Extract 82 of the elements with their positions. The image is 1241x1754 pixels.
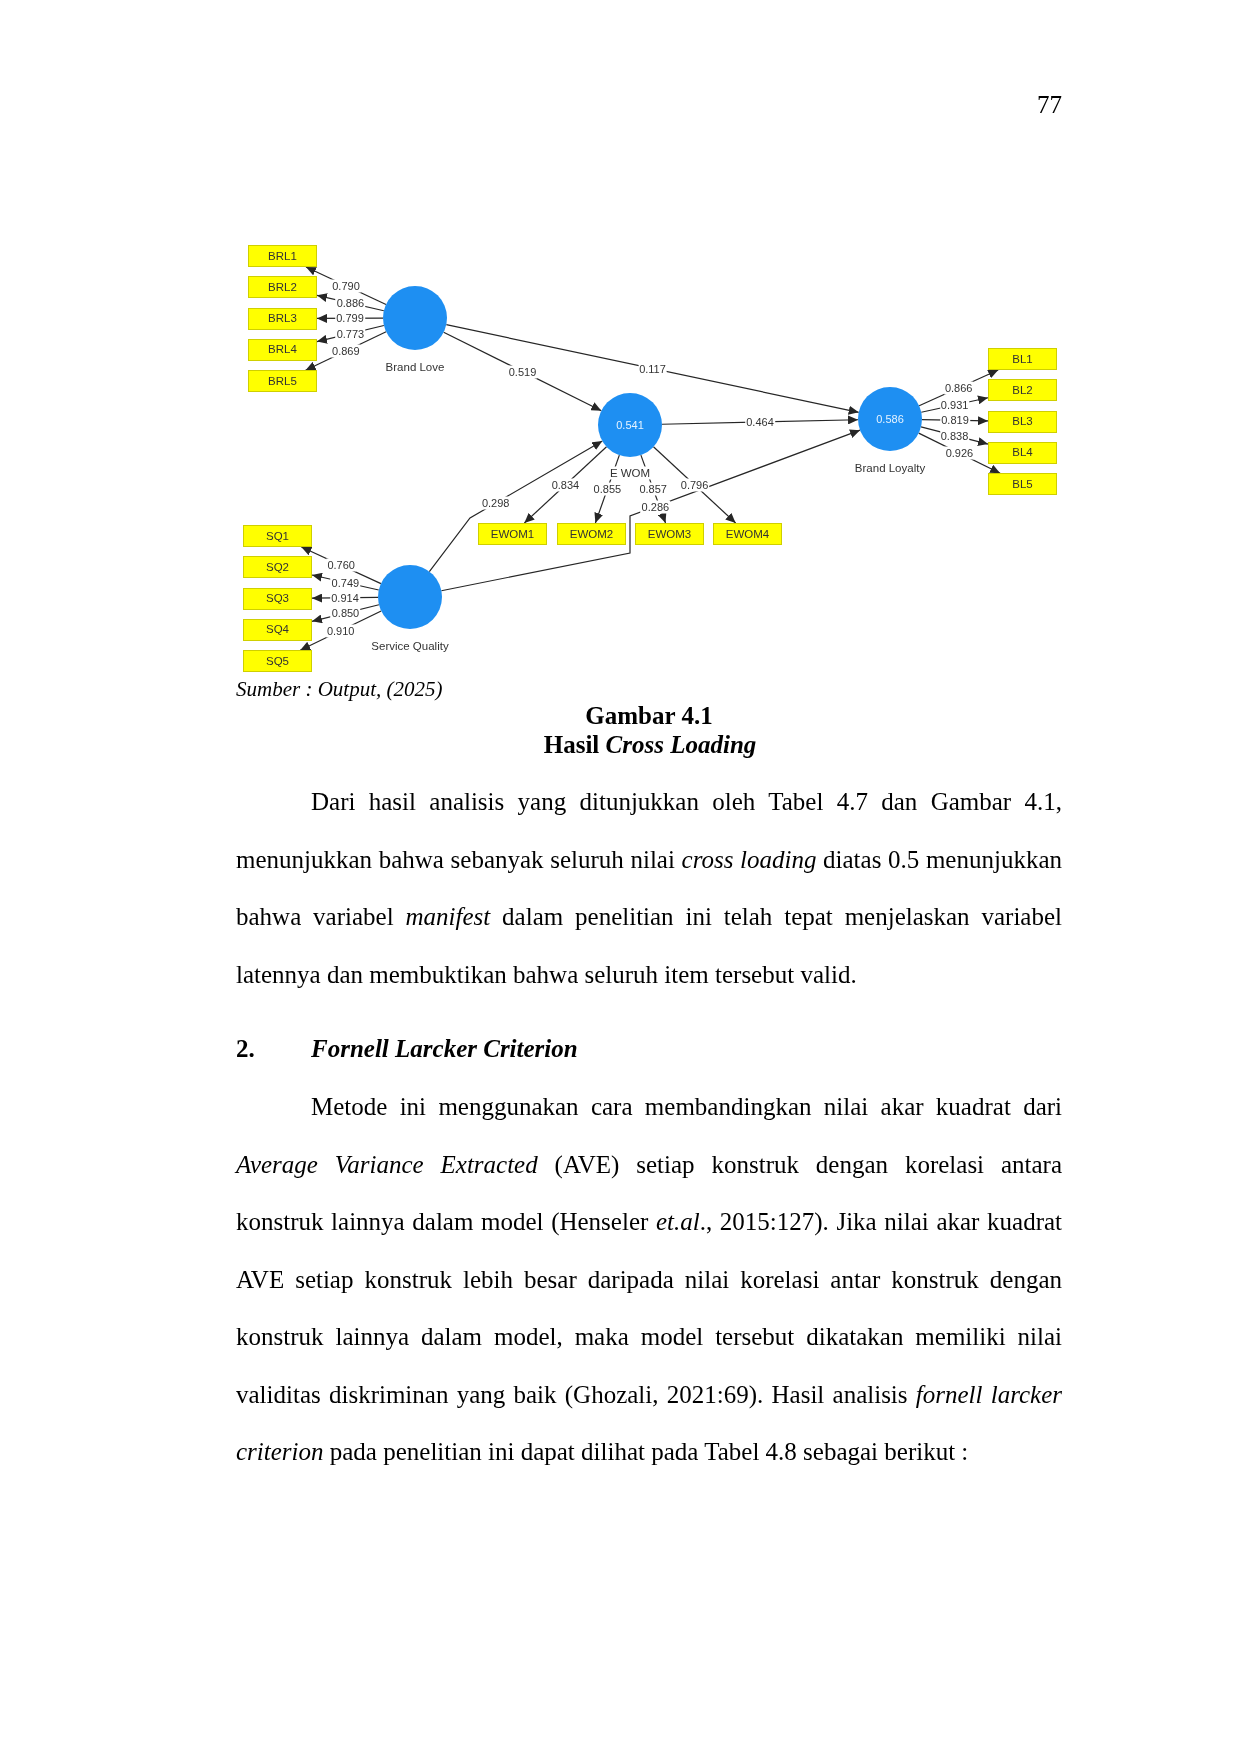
indicator-label: BL2 [1012, 383, 1033, 397]
edge-label: 0.464 [745, 415, 775, 429]
indicator-box [557, 523, 626, 545]
indicator-box [248, 338, 317, 361]
edge-label: 0.931 [939, 398, 970, 412]
arrow [440, 429, 861, 592]
latent-variable-circle [598, 393, 662, 457]
edge-label: 0.773 [335, 327, 366, 341]
indicator-box [988, 379, 1057, 402]
indicator-label: EWOM2 [569, 527, 614, 541]
edge-label: 0.286 [640, 500, 671, 514]
indicator-box [988, 348, 1057, 370]
latent-variable-circle [383, 286, 447, 350]
indicator-label: BRL4 [268, 343, 297, 357]
edge-label: 0.857 [638, 482, 668, 496]
indicator-box [478, 523, 547, 545]
indicator-box [248, 276, 317, 299]
edge-label: 0.760 [326, 558, 356, 572]
r-squared-value: 0.541 [616, 418, 644, 432]
edge-label: 0.834 [550, 478, 581, 492]
section-number: 2. [236, 1034, 255, 1063]
indicator-box [635, 523, 704, 545]
indicator-label: EWOM3 [647, 527, 692, 541]
indicator-label: BL1 [1012, 352, 1033, 366]
indicator-label: BRL2 [268, 280, 297, 294]
edge-label: 0.914 [330, 591, 360, 605]
construct-name: Brand Loyalty [853, 461, 927, 475]
indicator-label: SQ4 [266, 623, 289, 637]
edge-label: 0.749 [330, 576, 361, 589]
indicator-label: SQ5 [266, 654, 289, 668]
latent-variable-circle [378, 565, 442, 629]
indicator-label: SQ2 [266, 560, 289, 574]
indicator-label: BRL5 [268, 374, 297, 388]
r-squared-value: 0.586 [876, 412, 904, 426]
indicator-box [243, 525, 312, 547]
indicator-box [988, 410, 1057, 433]
indicator-box [243, 618, 312, 641]
indicator-box [243, 587, 312, 610]
section-heading: Fornell Larcker Criterion [311, 1034, 578, 1063]
edge-label: 0.886 [335, 296, 366, 310]
indicator-label: SQ1 [266, 529, 289, 543]
edge-label: 0.117 [638, 362, 667, 375]
edge-label: 0.869 [331, 344, 361, 358]
edge-label: 0.519 [507, 365, 538, 378]
indicator-label: BL4 [1012, 446, 1033, 460]
indicator-box [248, 307, 317, 330]
source-note: Sumber : Output, (2025) [236, 677, 443, 701]
edge-label: 0.799 [335, 311, 365, 325]
indicator-label: EWOM4 [725, 527, 770, 541]
indicator-label: BRL1 [268, 249, 297, 263]
edge-label: 0.790 [331, 279, 361, 293]
page-number: 77 [1037, 90, 1062, 119]
edge-label: 0.855 [592, 482, 623, 496]
edge-label: 0.796 [679, 478, 710, 492]
indicator-box [713, 523, 782, 545]
edge-label: 0.819 [940, 413, 970, 427]
construct-name: E WOM [608, 466, 652, 480]
indicator-label: BL3 [1012, 415, 1033, 429]
body-paragraph: Dari hasil analisis yang ditunjukkan oleh Tabel 4.7 dan Gambar 4.1, menunjukkan bahwa sebanyak seluruh nilai cross loading diatas 0.5 menunjukkan bahwa variabel manifest dalam penelitian ini telah tepat menjelaskan variabel latennya dan membuktikan bahwa seluruh item tersebut valid. [236, 787, 1062, 990]
construct-name: Service Quality [370, 639, 450, 653]
indicator-box [243, 556, 312, 579]
edge-label: 0.850 [330, 606, 361, 620]
indicator-label: BRL3 [268, 312, 297, 326]
indicator-box [988, 441, 1057, 464]
indicator-label: BL5 [1012, 477, 1033, 491]
indicator-box [243, 650, 312, 673]
figure-caption: Hasil Cross Loading [543, 730, 757, 759]
edge-label: 0.298 [480, 496, 511, 510]
latent-variable-circle [858, 387, 922, 451]
edge-label: 0.866 [943, 381, 974, 395]
indicator-box [988, 473, 1057, 496]
indicator-box [248, 370, 317, 393]
edge-label: 0.838 [939, 429, 970, 442]
indicator-label: EWOM1 [490, 527, 535, 541]
arrow [445, 324, 860, 415]
construct-name: Brand Love [384, 360, 446, 374]
body-paragraph: Metode ini menggunakan cara membandingkan nilai akar kuadrat dari Average Variance Extracted (AVE) setiap konstruk dengan korelasi antara konstruk lainnya dalam model (Henseler et.al., 2015:127). Jika nilai akar kuadrat AVE setiap konstruk lebih besar daripada nilai korelasi antar konstruk dengan konstruk lainnya dalam model, maka model tersebut dikatakan memiliki nilai validitas diskriminan yang baik (Ghozali, 2021:69). Hasil analisis fornell larcker criterion pada penelitian ini dapat dilihat pada Tabel 4.8 sebagai berikut : [236, 1092, 1062, 1467]
indicator-box [248, 245, 317, 267]
figure-title: Gambar 4.1 [585, 701, 713, 730]
edge-label: 0.926 [944, 446, 975, 460]
indicator-label: SQ3 [266, 592, 289, 606]
edge-label: 0.910 [325, 624, 356, 638]
